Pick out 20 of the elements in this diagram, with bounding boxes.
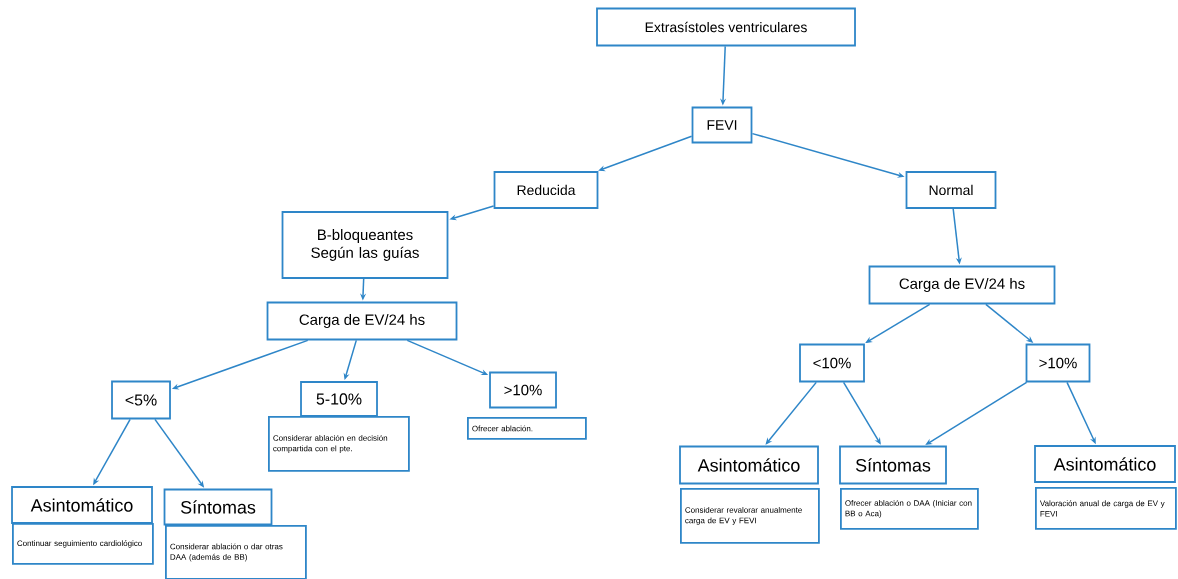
flowchart-box: FEVI <box>691 106 753 144</box>
flowchart-box: Extrasístoles ventriculares <box>596 7 856 47</box>
flowchart-box: >10% <box>489 371 557 409</box>
flowchart-box: Síntomas <box>839 445 947 485</box>
arrow <box>842 381 881 445</box>
flowchart-box: Normal <box>905 171 997 209</box>
flowchart-box: Asintomático <box>1034 445 1176 483</box>
flowchart-box: Reducida <box>493 171 599 209</box>
arrow <box>765 381 817 445</box>
flowchart-box: Asintomático <box>11 486 153 524</box>
flowchart-box: <5% <box>111 380 171 420</box>
flowchart-box: Asintomático <box>679 445 819 485</box>
flowchart-box: 5-10% <box>300 381 378 417</box>
flowchart-box: Carga de EV/24 hs <box>868 265 1056 305</box>
flowchart-box: Síntomas <box>163 488 273 526</box>
flowchart-box: B-bloqueantes Según las guías <box>281 211 449 279</box>
flowchart-box: <10% <box>799 343 865 383</box>
flowchart-box: Carga de EV/24 hs <box>266 301 458 341</box>
arrow <box>598 135 693 172</box>
flowchart-box: >10% <box>1025 343 1091 383</box>
